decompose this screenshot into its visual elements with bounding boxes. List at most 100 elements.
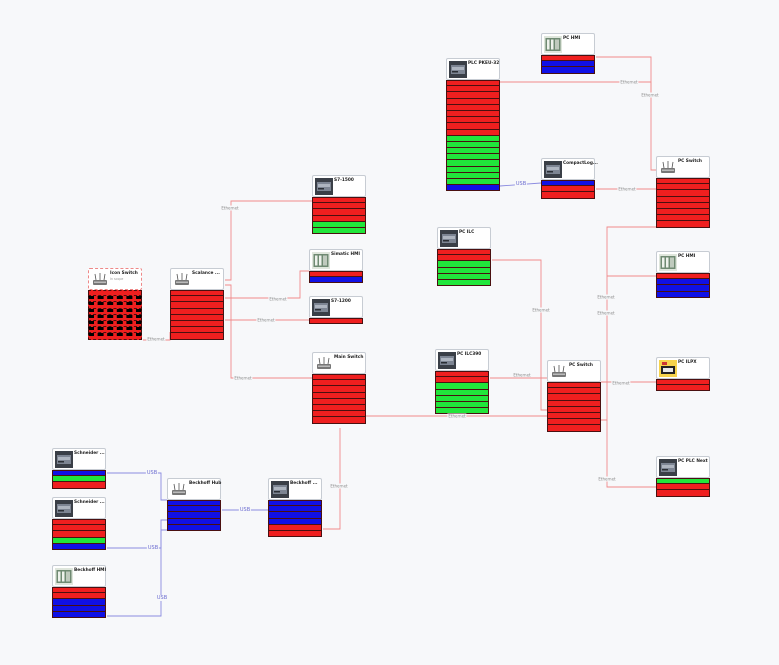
usb-port[interactable] <box>268 518 322 525</box>
device-header[interactable]: Main Switch <box>312 352 366 374</box>
ethernet-port[interactable] <box>446 92 500 99</box>
device-node-pc-hmi-right[interactable]: PC HMI <box>656 251 710 298</box>
device-node-pc-switch-mid[interactable]: PC Switch <box>547 360 601 432</box>
usb-port[interactable] <box>52 470 106 477</box>
ethernet-port[interactable] <box>446 110 500 118</box>
ethernet-port[interactable] <box>312 380 366 387</box>
usb-port[interactable] <box>167 524 221 531</box>
ethernet-port[interactable] <box>437 249 491 256</box>
connected-port[interactable] <box>446 166 500 173</box>
connected-port[interactable] <box>52 537 106 544</box>
ethernet-port[interactable] <box>446 123 500 130</box>
device-node-s7-1200[interactable]: S7-1200 <box>309 296 363 325</box>
ethernet-link[interactable] <box>323 428 341 530</box>
device-header[interactable]: S7-1500 <box>312 175 366 197</box>
ethernet-port[interactable] <box>656 221 710 228</box>
device-header[interactable]: PC ILC <box>437 227 491 249</box>
ethernet-port[interactable] <box>52 525 106 532</box>
usb-port[interactable] <box>167 506 221 513</box>
connected-port[interactable] <box>446 148 500 155</box>
usb-port[interactable] <box>268 506 322 513</box>
ethernet-link[interactable] <box>596 56 652 95</box>
ethernet-port[interactable] <box>268 530 322 538</box>
connected-port[interactable] <box>435 395 489 402</box>
ethernet-port[interactable] <box>88 308 142 315</box>
connected-port[interactable] <box>435 383 489 390</box>
ethernet-port[interactable] <box>170 290 224 297</box>
device-header[interactable]: Beckhoff HMI <box>52 565 106 587</box>
ethernet-port[interactable] <box>656 208 710 216</box>
connected-port[interactable] <box>437 267 491 274</box>
ethernet-port[interactable] <box>52 482 106 489</box>
ethernet-port[interactable] <box>547 406 601 413</box>
ethernet-port[interactable] <box>312 209 366 216</box>
ethernet-port[interactable] <box>656 490 710 497</box>
device-header[interactable]: PC PLC Next <box>656 456 710 478</box>
ethernet-port[interactable] <box>170 308 224 315</box>
device-header[interactable]: Schneider ... <box>52 448 106 470</box>
device-header[interactable]: Beckhoff ... <box>268 478 322 500</box>
ethernet-port[interactable] <box>312 374 366 381</box>
ethernet-port[interactable] <box>435 371 489 378</box>
connected-port[interactable] <box>446 179 500 186</box>
ethernet-port[interactable] <box>88 314 142 321</box>
device-header[interactable]: PC Switch <box>547 360 601 382</box>
ethernet-port[interactable] <box>170 314 224 321</box>
connected-port[interactable] <box>312 221 366 228</box>
usb-port[interactable] <box>541 180 595 187</box>
usb-port[interactable] <box>167 512 221 519</box>
usb-port[interactable] <box>167 518 221 525</box>
ethernet-link[interactable] <box>492 259 547 411</box>
ethernet-port[interactable] <box>170 302 224 309</box>
ethernet-port[interactable] <box>541 186 595 193</box>
usb-port[interactable] <box>541 67 595 74</box>
device-node-beckhoff-hmi[interactable]: Beckhoff HMI <box>52 565 106 618</box>
usb-port[interactable] <box>656 285 710 292</box>
ethernet-port[interactable] <box>656 190 710 197</box>
device-node-pc-ilc[interactable]: PC ILC <box>437 227 491 287</box>
ethernet-port[interactable] <box>547 425 601 432</box>
device-node-compactlogix[interactable]: CompactLog... <box>541 158 598 199</box>
device-node-pc-ilpx[interactable]: PC ILPX <box>656 357 710 392</box>
usb-port[interactable] <box>52 599 106 606</box>
ethernet-port[interactable] <box>268 524 322 531</box>
device-node-pc-hmi[interactable]: PC HMI <box>541 33 595 74</box>
ethernet-port[interactable] <box>52 593 106 600</box>
device-header[interactable]: PC HMI <box>656 251 710 273</box>
ethernet-port[interactable] <box>88 320 142 328</box>
device-node-pc-switch-top[interactable]: PC Switch <box>656 156 710 228</box>
device-node-pc-ilc390[interactable]: PC ILC390 <box>435 349 489 415</box>
device-node-s7-1500[interactable]: S7-1500 <box>312 175 366 235</box>
connected-port[interactable] <box>446 141 500 149</box>
usb-port[interactable] <box>541 61 595 68</box>
ethernet-port[interactable] <box>312 203 366 210</box>
ethernet-port[interactable] <box>170 320 224 328</box>
usb-port[interactable] <box>52 605 106 612</box>
ethernet-port[interactable] <box>446 98 500 105</box>
usb-port[interactable] <box>268 512 322 519</box>
ethernet-port[interactable] <box>312 392 366 399</box>
device-node-beckhoff-plc[interactable]: Beckhoff ... <box>268 478 322 538</box>
ethernet-port[interactable] <box>547 394 601 401</box>
connected-port[interactable] <box>446 154 500 161</box>
ethernet-port[interactable] <box>446 129 500 136</box>
ethernet-port[interactable] <box>656 484 710 491</box>
ethernet-port[interactable] <box>170 327 224 334</box>
connected-port[interactable] <box>437 279 491 287</box>
ethernet-port[interactable] <box>435 377 489 384</box>
ethernet-port[interactable] <box>309 318 363 325</box>
ethernet-link[interactable] <box>601 226 656 421</box>
device-header[interactable]: CompactLog... <box>541 158 598 180</box>
device-header[interactable]: PC ILPX <box>656 357 710 379</box>
ethernet-port[interactable] <box>547 400 601 407</box>
usb-port[interactable] <box>268 500 322 507</box>
device-header[interactable]: PLC PKEU-32 <box>446 58 500 80</box>
usb-link[interactable] <box>107 472 167 501</box>
usb-port[interactable] <box>52 611 106 618</box>
ethernet-port[interactable] <box>52 519 106 526</box>
usb-port[interactable] <box>167 500 221 507</box>
connected-port[interactable] <box>446 172 500 179</box>
ethernet-port[interactable] <box>446 86 500 93</box>
device-header[interactable]: PC HMI <box>541 33 595 55</box>
